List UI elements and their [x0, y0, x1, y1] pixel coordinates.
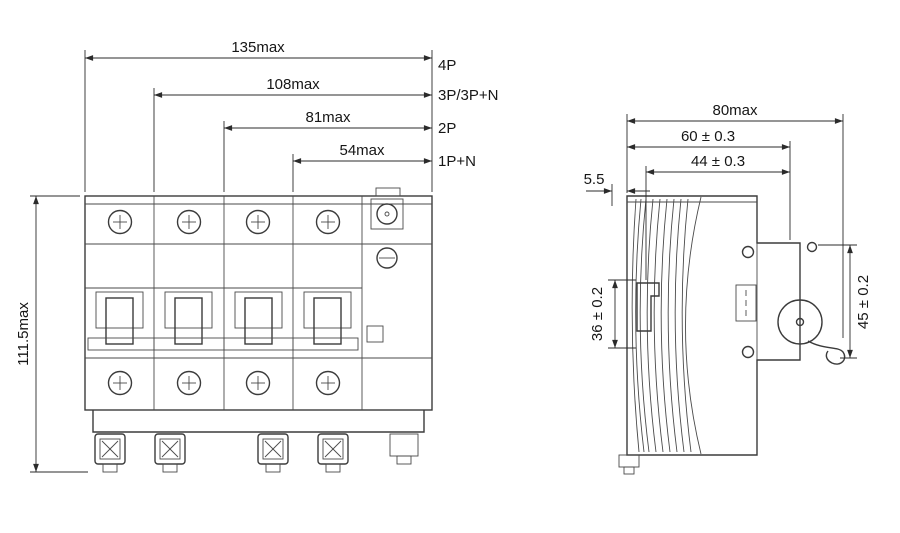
side-view: 80max 60 ± 0.3 44 ± 0.3 5.5 36 ± 0.2 45 …: [584, 102, 872, 475]
front-dimensions: 135max 108max 81max 54max 4P 3P/3P+N 2P …: [15, 39, 498, 473]
screw-icon: [107, 370, 133, 396]
rivet-icon: [741, 345, 755, 359]
rivet-icon: [806, 241, 818, 253]
top-terminal-screws: [107, 209, 341, 235]
top-clip-tab: [375, 187, 401, 197]
dim-depth-60: 60 ± 0.3: [681, 128, 735, 145]
toggle-handle: [105, 297, 134, 345]
screw-icon: [245, 209, 271, 235]
clip-pivot-circle: [777, 299, 823, 345]
side-toggle-handle: [636, 282, 660, 332]
bottom-terminal-screws: [107, 370, 341, 396]
handle-tie-bar: [87, 337, 359, 351]
dim-height-front: 111.5max: [15, 302, 32, 366]
base-and-terminals: [92, 410, 425, 473]
screw-icon: [315, 209, 341, 235]
toggle-handle: [244, 297, 273, 345]
dim-depth-80: 80max: [712, 102, 758, 119]
din-rail-clip: [777, 299, 846, 365]
status-window: [366, 325, 384, 343]
dim-height-36: 36 ± 0.2: [589, 287, 606, 341]
side-body-outline: [626, 195, 801, 456]
screw-icon: [176, 209, 202, 235]
front-body: [84, 195, 433, 411]
front-view: 135max 108max 81max 54max 4P 3P/3P+N 2P …: [15, 39, 498, 473]
front-face-mold-lines: [631, 196, 702, 455]
label-plate: [735, 284, 757, 322]
screw-icon: [245, 370, 271, 396]
screw-icon: [315, 370, 341, 396]
toggle-handles: [87, 291, 359, 351]
dim-depth-44: 44 ± 0.3: [691, 153, 745, 170]
bottom-foot: [618, 454, 640, 475]
rivet-icon: [741, 245, 755, 259]
dim-width-1pn: 54max: [339, 142, 385, 159]
clip-hook: [807, 340, 846, 365]
dim-width-3p: 108max: [266, 76, 320, 93]
dim-step-5-5: 5.5: [584, 171, 605, 188]
pole-label-4p: 4P: [438, 57, 456, 74]
test-button: [376, 247, 398, 269]
pole-label-1pn: 1P+N: [438, 153, 476, 170]
front-body-outline: [84, 195, 433, 411]
side-dimensions: 80max 60 ± 0.3 44 ± 0.3 5.5 36 ± 0.2 45 …: [584, 102, 872, 359]
dim-height-45: 45 ± 0.2: [855, 275, 872, 329]
din-foot: [389, 433, 419, 457]
toggle-handle: [174, 297, 203, 345]
indicator-window: [376, 203, 398, 225]
side-body: [618, 195, 846, 475]
screw-icon: [176, 370, 202, 396]
dim-width-2p: 81max: [305, 109, 351, 126]
pole-label-2p: 2P: [438, 120, 456, 137]
dim-width-4p: 135max: [231, 39, 285, 56]
toggle-handle: [313, 297, 342, 345]
aux-module: [366, 187, 404, 343]
screw-icon: [107, 209, 133, 235]
pole-label-3p: 3P/3P+N: [438, 87, 498, 104]
